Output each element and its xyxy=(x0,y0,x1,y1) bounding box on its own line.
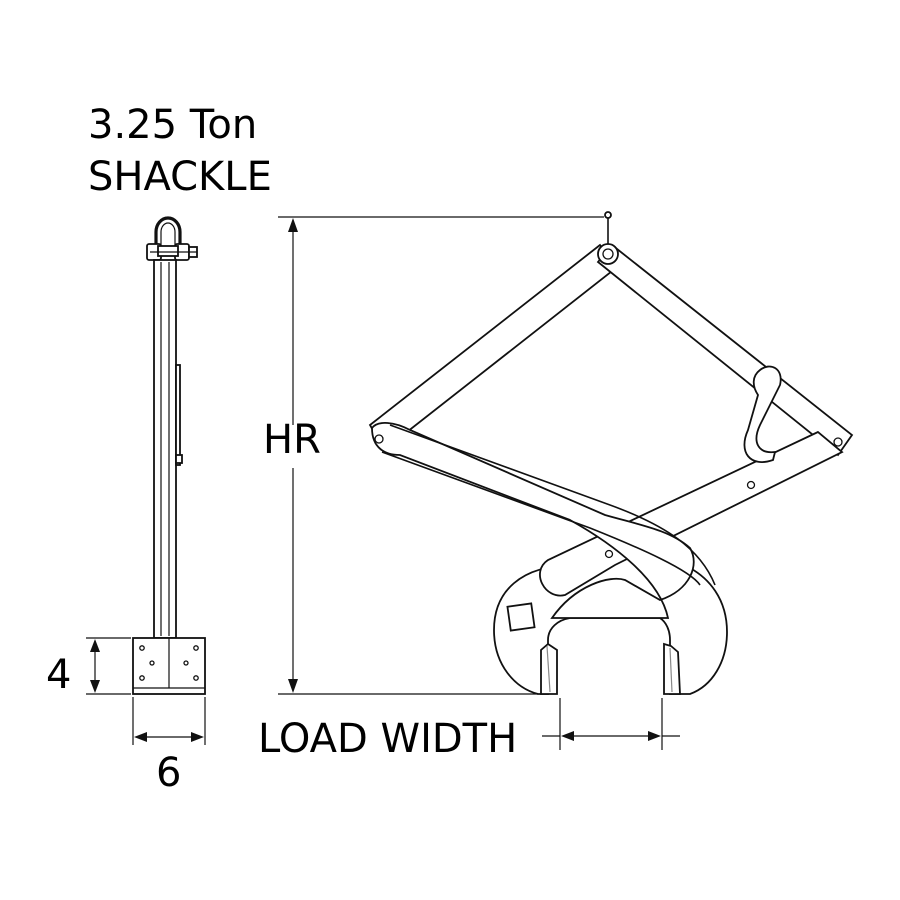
pad-width-label: 6 xyxy=(156,750,181,796)
hr-dimension: HR xyxy=(263,216,604,695)
load-width-dimension: LOAD WIDTH xyxy=(258,698,680,762)
back-lever xyxy=(539,430,844,597)
front-view xyxy=(368,211,854,695)
load-width-label: LOAD WIDTH xyxy=(258,716,517,762)
shackle-icon xyxy=(154,216,182,248)
title-line-1: 3.25 Ton xyxy=(88,102,257,148)
side-body xyxy=(153,259,177,639)
latch-hook xyxy=(743,365,782,463)
side-view: 4 6 xyxy=(46,216,206,796)
hr-label: HR xyxy=(263,417,321,463)
right-upper-arm xyxy=(596,243,854,457)
pad-height-label: 4 xyxy=(46,652,71,698)
left-upper-arm xyxy=(368,243,618,452)
title-line-2: SHACKLE xyxy=(88,154,272,200)
right-jaw-pad xyxy=(663,642,681,695)
